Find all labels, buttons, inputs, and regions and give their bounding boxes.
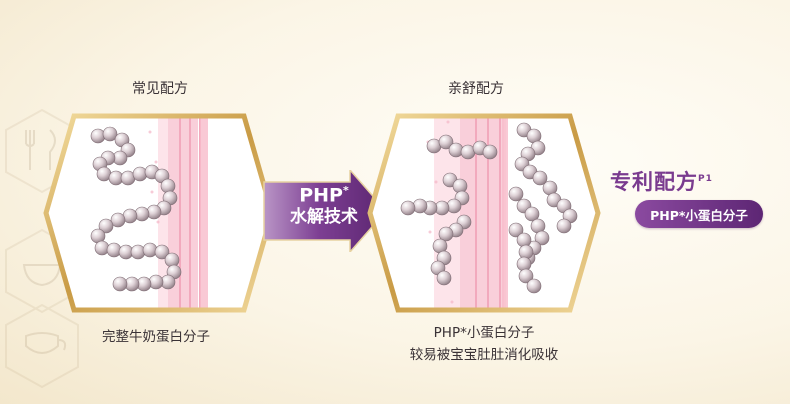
- protein-bead: [134, 206, 150, 222]
- badge-title: 专利配方: [610, 170, 698, 194]
- badge-pill: PHP*小蛋白分子: [635, 200, 763, 228]
- right-hexagon: [367, 113, 601, 313]
- protein-bead: [438, 134, 454, 150]
- protein-bead: [400, 200, 416, 216]
- protein-bead: [516, 232, 532, 248]
- utensils-icon: [25, 129, 56, 170]
- arrow-php: PHP: [299, 184, 343, 207]
- arrow-superscript: *: [343, 184, 349, 197]
- process-arrow: [263, 170, 387, 252]
- protein-bead: [106, 242, 122, 258]
- right-panel-title: 亲舒配方: [448, 81, 504, 97]
- protein-bead: [518, 268, 534, 284]
- protein-bead: [94, 240, 110, 256]
- left-panel-caption: 完整牛奶蛋白分子: [102, 329, 210, 345]
- patent-badge: 专利配方P1: [610, 166, 713, 196]
- protein-bead: [448, 142, 464, 158]
- protein-chains-hydrolyzed: [400, 122, 578, 294]
- protein-bead: [132, 166, 148, 182]
- protein-bead: [148, 274, 164, 290]
- protein-bead: [112, 276, 128, 292]
- protein-bead: [142, 242, 158, 258]
- protein-bead: [446, 198, 462, 214]
- arrow-text: PHP* 水解技术: [278, 180, 370, 228]
- protein-bead: [154, 244, 170, 260]
- protein-bead: [98, 218, 114, 234]
- protein-chains-intact: [90, 126, 182, 292]
- arrow-subtitle: 水解技术: [290, 207, 358, 228]
- right-panel-caption: PHP*小蛋白分子 较易被宝宝肚肚消化吸收: [384, 322, 584, 366]
- protein-bead: [438, 226, 454, 242]
- protein-bead: [102, 126, 118, 142]
- protein-bead: [436, 270, 452, 286]
- protein-bead: [508, 186, 524, 202]
- protein-bead: [110, 212, 126, 228]
- protein-bead: [526, 278, 542, 294]
- protein-bead: [532, 170, 548, 186]
- badge-superscript: P1: [698, 174, 713, 184]
- protein-bead: [452, 178, 468, 194]
- left-panel-title: 常见配方: [132, 81, 188, 97]
- protein-bead: [164, 252, 180, 268]
- left-hexagon: [43, 113, 275, 313]
- teapot-icon: [25, 332, 67, 354]
- protein-bead: [130, 244, 146, 260]
- protein-bead: [524, 206, 540, 222]
- protein-bead: [412, 198, 428, 214]
- protein-bead: [146, 204, 162, 220]
- bowl-icon: [22, 264, 62, 287]
- protein-bead: [556, 218, 572, 234]
- right-caption-line1: PHP*小蛋白分子: [433, 325, 535, 341]
- protein-bead: [534, 230, 550, 246]
- protein-bead: [518, 244, 534, 260]
- protein-bead: [516, 256, 532, 272]
- protein-bead: [482, 144, 498, 160]
- protein-bead: [90, 128, 106, 144]
- protein-bead: [160, 178, 176, 194]
- badge-title-wrap: 专利配方P1: [610, 166, 713, 196]
- protein-bead: [508, 222, 524, 238]
- right-caption-line2: 较易被宝宝肚肚消化吸收: [409, 347, 559, 363]
